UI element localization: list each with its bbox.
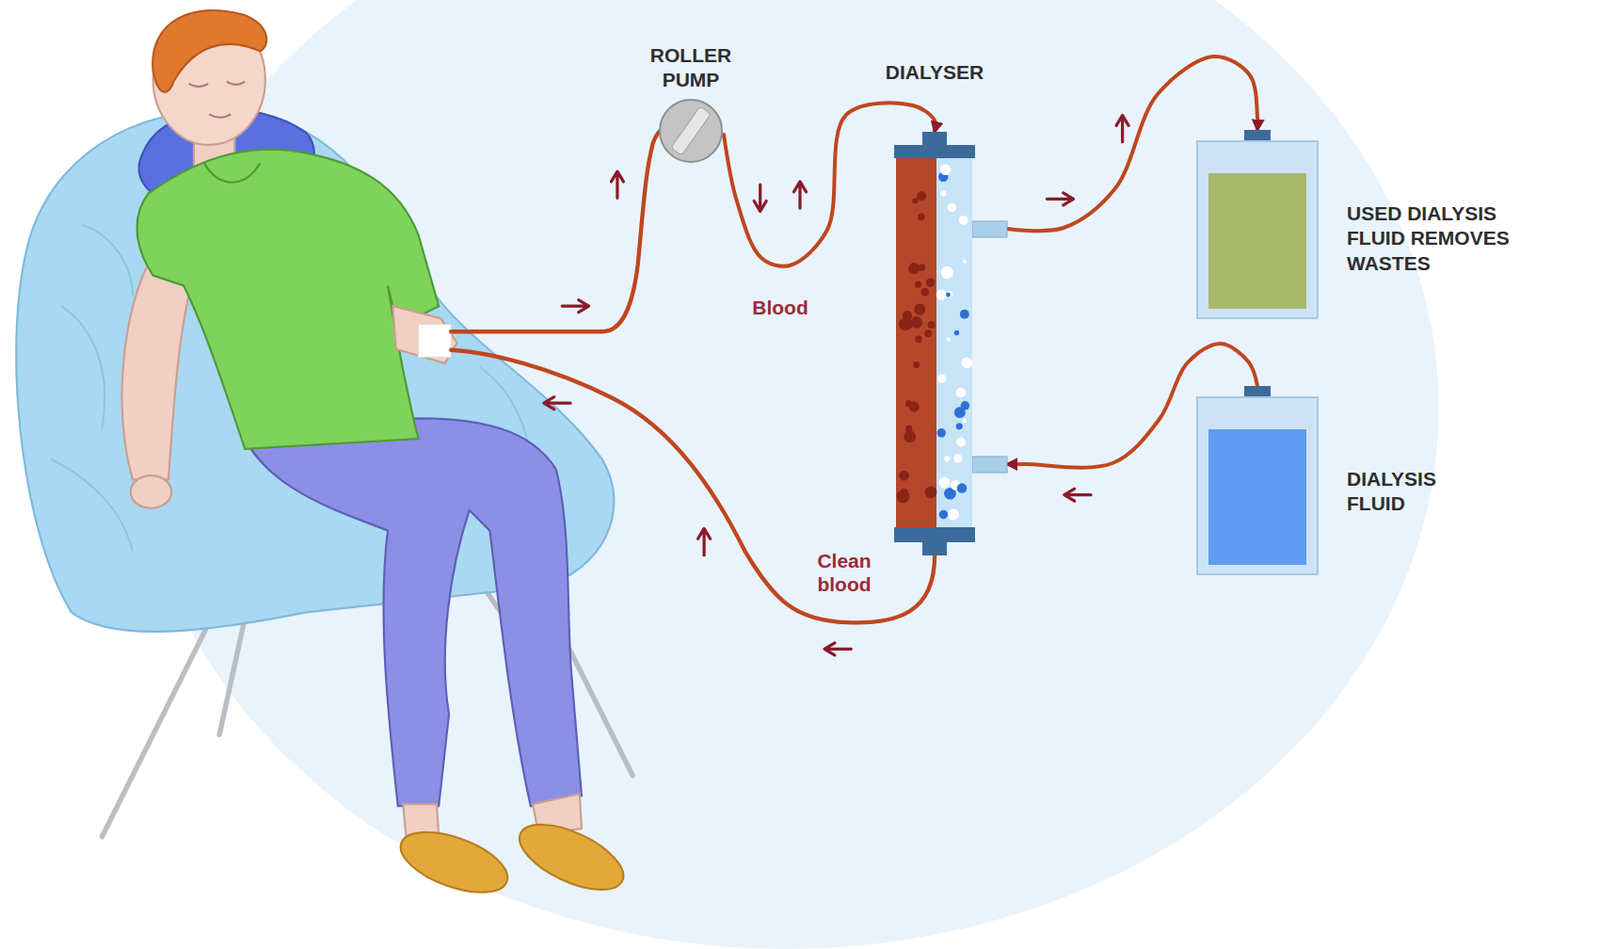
flow-arrow: [1064, 488, 1091, 501]
patient: [393, 819, 516, 905]
flow-arrow: [793, 181, 806, 208]
dialyser-column-shape: [894, 131, 1008, 556]
dialyser-column: DIALYSER: [894, 131, 1008, 556]
roller-pump: ROLLER PUMP: [657, 97, 724, 164]
flow-arrow: [544, 397, 571, 410]
flow-arrow: [1046, 192, 1073, 206]
fluid-bottle: DIALYSIS FLUID: [1197, 385, 1318, 575]
patient: [122, 255, 194, 480]
background-blob: [132, 0, 1440, 949]
fluid-bottle-shape: [1197, 385, 1318, 575]
node-label: USED DIALYSIS FLUID REMOVES WASTES: [1346, 201, 1550, 276]
node-label: DIALYSIS FLUID: [1346, 466, 1470, 517]
flow-arrow: [544, 114, 1129, 655]
flow-arrow: [824, 642, 851, 656]
roller-pump-shape: [657, 97, 724, 164]
flow-arrow: [610, 171, 624, 198]
blood-tube: [450, 130, 660, 333]
patient: [122, 10, 634, 905]
patient: [152, 10, 267, 93]
flow-arrow: [753, 184, 767, 211]
patient: [137, 149, 440, 449]
flow-arrow: [1116, 114, 1129, 142]
blood-tube: [450, 130, 935, 624]
tube-label: Clean blood: [801, 548, 887, 596]
chair: [16, 111, 633, 837]
used-fluid-bottle: USED DIALYSIS FLUID REMOVES WASTES: [1197, 129, 1318, 319]
patient: [130, 475, 172, 509]
node-label: ROLLER PUMP: [639, 43, 743, 94]
patient: [392, 305, 457, 364]
node-label: DIALYSER: [864, 60, 1006, 85]
flow-arrow: [561, 300, 589, 313]
patient: [240, 417, 582, 806]
patient: [189, 81, 246, 118]
blood-tube: [450, 350, 935, 624]
patient: [204, 162, 261, 182]
patient: [418, 324, 452, 358]
background-blob: [132, 0, 1440, 949]
edge-label: Blood: [750, 295, 810, 320]
patient: [510, 811, 633, 904]
flow-arrow: [698, 528, 711, 555]
used-fluid-bottle-shape: [1197, 129, 1318, 319]
